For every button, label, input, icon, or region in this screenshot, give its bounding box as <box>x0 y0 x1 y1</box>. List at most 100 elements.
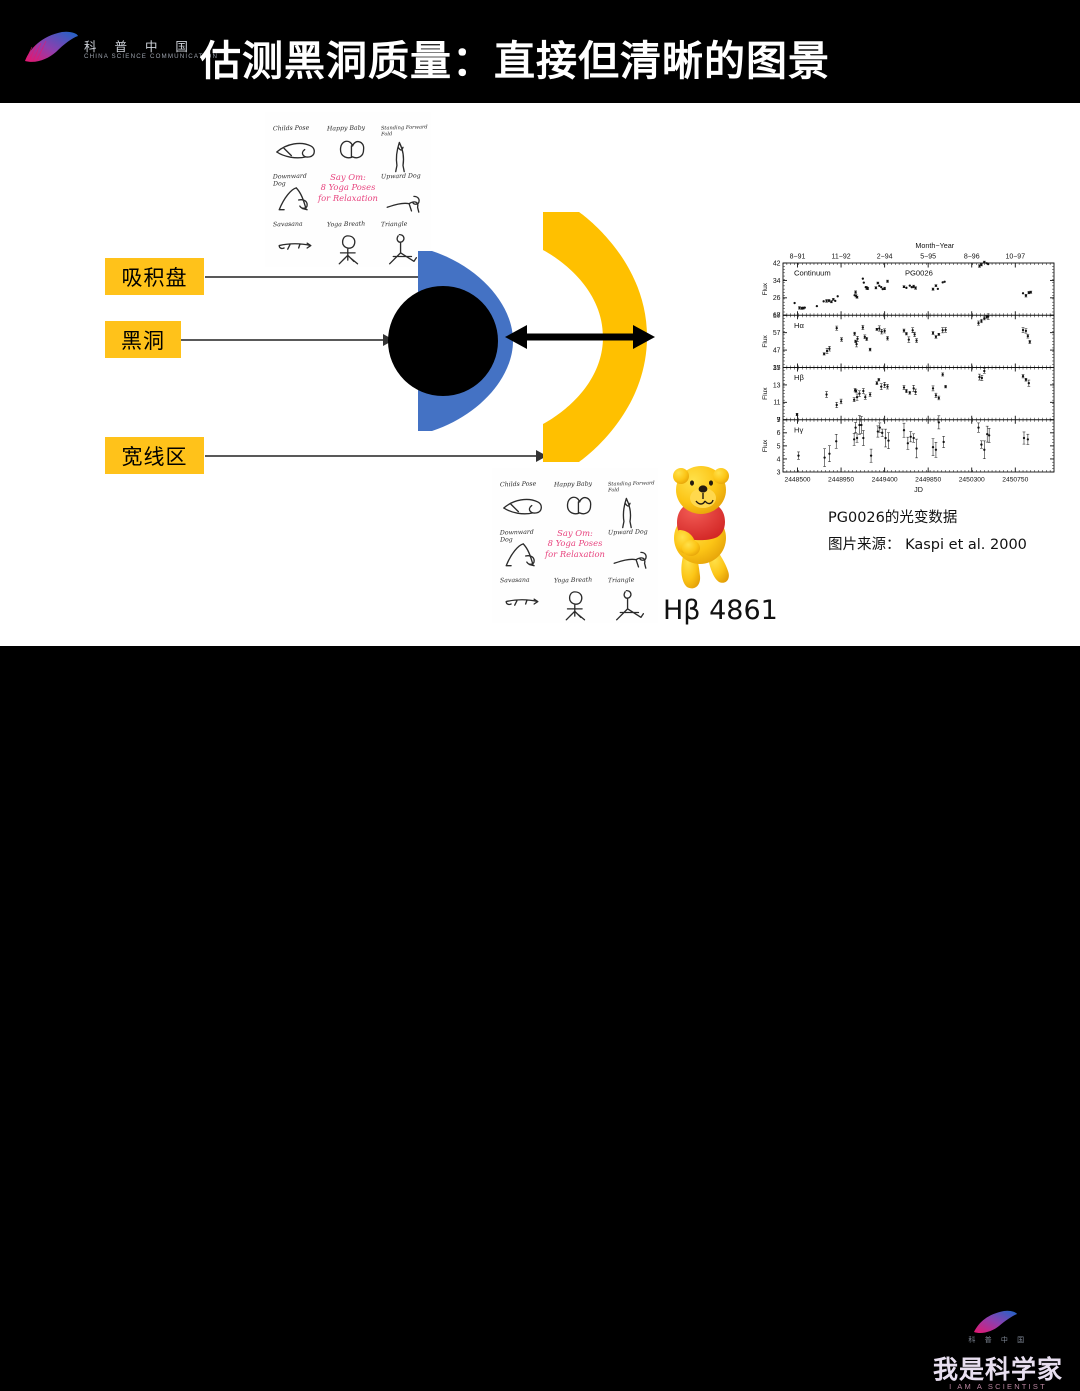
yoga-title-line-3: for Relaxation <box>545 548 605 559</box>
chart-panel-label: Hβ <box>794 373 804 382</box>
yoga-title-line-3: for Relaxation <box>318 192 378 203</box>
yoga-pose-sketch <box>565 591 586 621</box>
label-accretion-disk[interactable]: 吸积盘 <box>105 258 204 295</box>
slide-root: 科 普 中 国 CHINA SCIENCE COMMUNICATION 估测黑洞… <box>0 28 1080 1391</box>
yoga-pose-sketch <box>386 195 420 213</box>
chart-data-point <box>912 285 915 288</box>
chart-y-tick-label: 5 <box>777 443 781 450</box>
chart-data-point <box>934 448 938 451</box>
chart-data-point <box>880 286 883 289</box>
yoga-pose-sketch <box>278 242 312 250</box>
chart-data-point <box>881 431 884 434</box>
chart-data-point <box>797 454 800 457</box>
chart-data-point <box>823 456 826 459</box>
chart-data-point <box>936 287 940 291</box>
chart-data-point <box>902 285 906 288</box>
chart-data-point <box>912 436 915 440</box>
chart-data-point <box>1029 291 1032 294</box>
yoga-pose-sketch <box>613 551 647 569</box>
chart-data-point <box>913 333 916 336</box>
chart-data-point <box>934 335 938 338</box>
chart-top-tick-label: 2−94 <box>877 254 893 261</box>
chart-data-point <box>825 299 828 303</box>
yoga-title-line-2: 8 Yoga Poses <box>547 538 603 549</box>
chart-data-point <box>795 413 799 416</box>
chart-data-point <box>835 326 838 330</box>
chart-data-point <box>876 281 879 285</box>
chart-top-tick-label: 8−91 <box>790 254 806 261</box>
chart-top-tick-label: 5−95 <box>920 254 936 261</box>
chart-data-point <box>832 298 835 301</box>
chart-data-point <box>907 338 910 341</box>
chart-y-tick-label: 42 <box>773 260 781 267</box>
chart-data-point <box>978 264 981 268</box>
china-science-communication-logo: 科 普 中 国 CHINA SCIENCE COMMUNICATION <box>22 28 217 76</box>
chart-x-tick-label: 2448500 <box>784 477 810 484</box>
yoga-pose-label: Savasana <box>272 220 303 229</box>
chart-x-tick-label: 2449850 <box>915 477 941 484</box>
chart-data-point <box>861 326 864 329</box>
chart-data-point <box>886 280 889 283</box>
yoga-pose-sketch <box>615 589 645 621</box>
label-black-hole[interactable]: 黑洞 <box>105 321 181 358</box>
chart-data-point <box>880 330 883 333</box>
chart-top-tick-label: 10−97 <box>1005 254 1025 261</box>
chart-data-point <box>944 328 947 332</box>
yoga-pose-label: Happy Baby <box>326 124 366 133</box>
yoga-pose-sketch <box>566 496 592 515</box>
chart-data-point <box>937 396 940 400</box>
label-broad-line-region[interactable]: 宽线区 <box>105 437 204 474</box>
chart-y-tick-label: 18 <box>773 313 781 320</box>
yoga-pose-sketch <box>339 140 365 159</box>
chart-data-point <box>883 329 886 333</box>
chart-caption: PG0026的光变数据 图片来源： Kaspi et al. 2000 <box>828 505 1027 559</box>
chart-data-point <box>1027 382 1030 385</box>
label-broad-line-region-text: 宽线区 <box>121 444 188 469</box>
black-hole-shape <box>388 286 498 396</box>
chart-data-point <box>980 319 983 323</box>
chart-data-point <box>862 389 865 393</box>
yoga-pose-label: Triangle <box>380 220 408 229</box>
chart-y-tick-label: 15 <box>773 365 781 372</box>
chart-y-tick-label: 34 <box>773 278 781 285</box>
chart-data-point <box>902 429 906 432</box>
chart-x-tick-label: 2450300 <box>959 477 985 484</box>
chart-data-point <box>980 263 983 266</box>
footer-title-en: I AM A SCIENTIST <box>949 1382 1047 1391</box>
yoga-pose-label: Upward Dog <box>380 172 421 181</box>
chart-data-point <box>943 280 946 283</box>
chart-y-tick-label: 7 <box>777 417 781 424</box>
chart-y-tick-label: 6 <box>777 430 781 437</box>
chart-data-point <box>941 281 944 284</box>
chart-data-point <box>887 439 890 442</box>
chart-data-point <box>983 260 986 264</box>
chart-data-point <box>855 395 859 399</box>
yoga-pose-label: Childs Pose <box>499 480 537 489</box>
chart-data-point <box>828 347 831 350</box>
yoga-pose-sketch <box>278 187 308 211</box>
chart-data-point <box>822 300 825 303</box>
chart-data-point <box>883 287 886 290</box>
chart-data-point <box>977 426 980 429</box>
chart-data-point <box>836 295 839 298</box>
chart-data-point <box>1021 328 1025 332</box>
chart-y-axis-label: Flux <box>762 334 769 347</box>
chart-data-point <box>1022 436 1026 440</box>
chart-data-point <box>854 291 857 294</box>
chart-x-tick-label: 2448950 <box>828 477 854 484</box>
chart-data-point <box>908 284 911 287</box>
chart-data-point <box>868 348 872 351</box>
chart-data-point <box>858 423 861 427</box>
chart-data-point <box>852 398 856 401</box>
chart-data-point <box>884 436 887 440</box>
chart-data-point <box>803 306 806 309</box>
chart-data-point <box>941 329 944 332</box>
chart-x-tick-label: 2449400 <box>872 477 898 484</box>
chart-y-tick-label: 13 <box>773 382 781 389</box>
chart-data-point <box>983 448 986 451</box>
chart-data-point <box>941 373 944 376</box>
yoga-title-line-1: Say Om: <box>330 172 366 182</box>
chart-data-point <box>862 436 865 440</box>
connector-black-hole <box>180 339 385 341</box>
